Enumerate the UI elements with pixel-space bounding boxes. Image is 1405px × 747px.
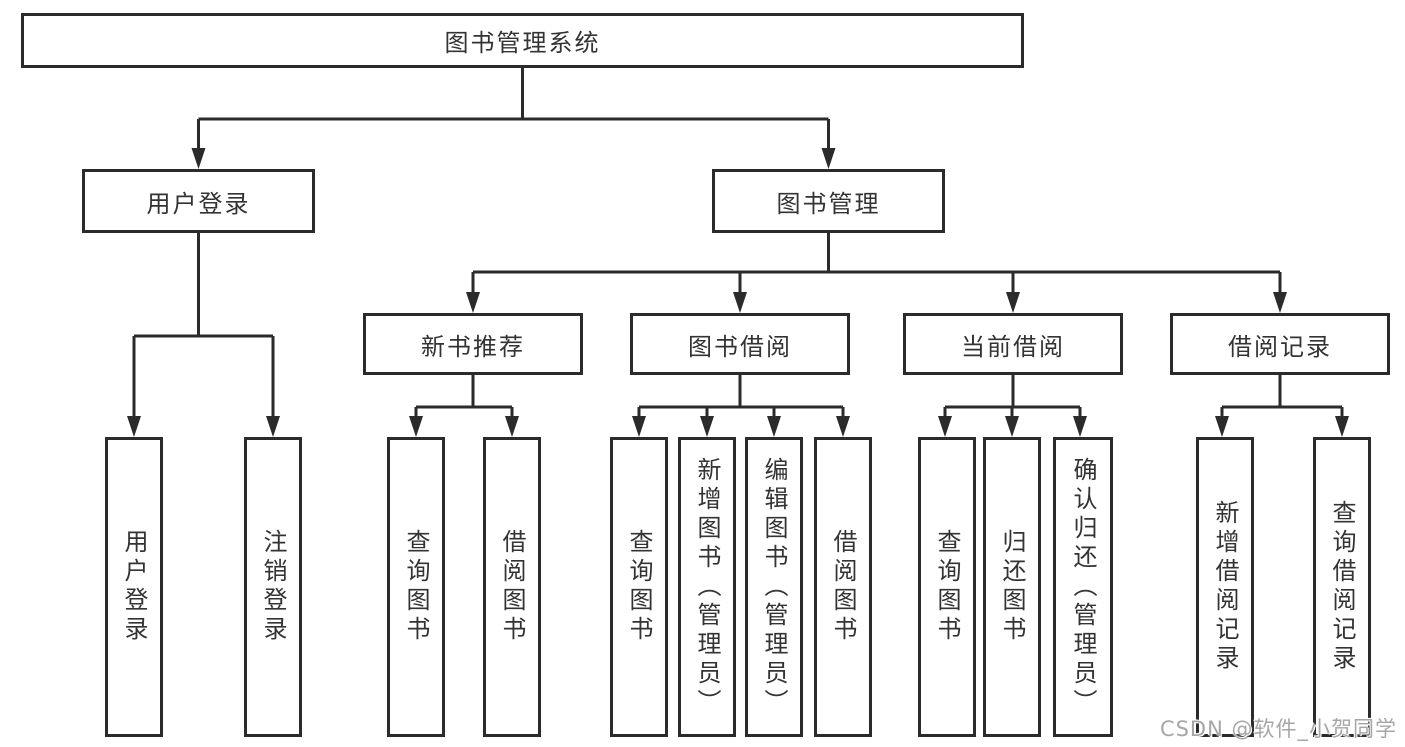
node-current-borrowing: 当前借阅 — [903, 313, 1123, 375]
node-book-management: 图书管理 — [712, 169, 945, 233]
leaf-borrowing-edit-books-admin: 编辑图书（管理员） — [745, 437, 803, 737]
leaf-label: 编辑图书（管理员） — [760, 456, 788, 718]
leaf-records-add-borrow-record: 新增借阅记录 — [1196, 437, 1254, 737]
node-label: 用户登录 — [146, 189, 251, 218]
leaf-newbook-query-books: 查询图书 — [387, 437, 445, 737]
arrowheads-level2 — [191, 148, 836, 169]
leaf-label: 查询图书 — [933, 529, 961, 645]
leaf-label: 归还图书 — [998, 529, 1026, 645]
node-book-borrowing: 图书借阅 — [630, 313, 850, 375]
arrowheads-user-login-leaves — [127, 416, 280, 437]
leaf-label: 查询借阅记录 — [1328, 500, 1356, 674]
node-new-book-recommendation: 新书推荐 — [363, 313, 583, 375]
leaf-label: 借阅图书 — [829, 529, 857, 645]
leaf-current-query-books: 查询图书 — [918, 437, 976, 737]
connector-current-borrow-to-leaves — [943, 375, 1082, 418]
connector-root-to-level2 — [197, 68, 830, 150]
node-library-management-system: 图书管理系统 — [21, 13, 1024, 68]
leaf-current-confirm-return-admin: 确认归还（管理员） — [1053, 437, 1113, 737]
leaf-label: 查询图书 — [402, 529, 430, 645]
arrowheads-new-book-leaves — [409, 416, 519, 437]
leaf-label: 借阅图书 — [498, 529, 526, 645]
leaf-label: 查询图书 — [625, 529, 653, 645]
leaf-records-query-borrow-record: 查询借阅记录 — [1313, 437, 1371, 737]
node-label: 借阅记录 — [1228, 332, 1332, 361]
node-user-login: 用户登录 — [82, 169, 315, 233]
leaf-label: 新增图书（管理员） — [693, 456, 721, 718]
connector-book-mgmt-to-level3 — [471, 233, 1282, 294]
node-label: 图书管理系统 — [444, 29, 601, 57]
arrowheads-book-borrow-leaves — [632, 416, 850, 437]
csdn-watermark: CSDN @软件_小贺同学 — [1159, 717, 1397, 741]
leaf-user-login: 用户登录 — [105, 437, 163, 737]
connector-user-login-to-leaves — [132, 233, 275, 418]
node-label: 新书推荐 — [421, 332, 525, 361]
connector-borrow-records-to-leaves — [1220, 375, 1344, 418]
node-label: 图书借阅 — [688, 332, 792, 361]
arrowheads-borrow-records-leaves — [1215, 416, 1349, 437]
leaf-label: 用户登录 — [120, 529, 148, 645]
leaf-label: 注销登录 — [259, 529, 287, 645]
node-label: 图书管理 — [776, 189, 881, 218]
connector-new-book-to-leaves — [414, 375, 514, 418]
leaf-borrowing-borrow-books: 借阅图书 — [814, 437, 872, 737]
leaf-label: 新增借阅记录 — [1211, 500, 1239, 674]
leaf-logout-login: 注销登录 — [244, 437, 302, 737]
arrowheads-current-borrow-leaves — [938, 416, 1087, 437]
connector-book-borrow-to-leaves — [637, 375, 845, 418]
leaf-current-return-books: 归还图书 — [983, 437, 1041, 737]
leaf-borrowing-query-books: 查询图书 — [610, 437, 668, 737]
arrowheads-level3 — [466, 292, 1287, 313]
node-label: 当前借阅 — [961, 332, 1065, 361]
leaf-label: 确认归还（管理员） — [1069, 456, 1097, 718]
node-borrowing-records: 借阅记录 — [1170, 313, 1390, 375]
leaf-newbook-borrow-books: 借阅图书 — [483, 437, 541, 737]
leaf-borrowing-add-books-admin: 新增图书（管理员） — [678, 437, 736, 737]
